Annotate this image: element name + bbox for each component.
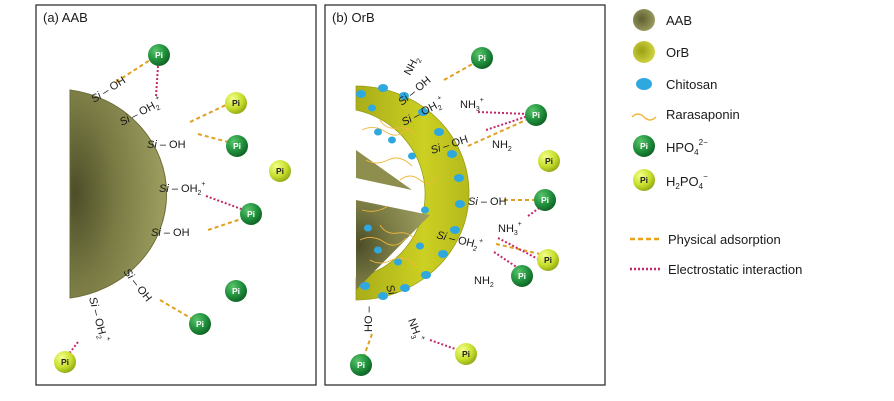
svg-text:AAB: AAB — [666, 13, 692, 28]
h2po4-ion: Pi — [537, 249, 559, 271]
panel-b-bonds — [363, 61, 543, 357]
si-oh-label: Si – OH — [468, 196, 507, 208]
svg-text:Pi: Pi — [61, 357, 69, 367]
svg-text:Chitosan: Chitosan — [666, 77, 717, 92]
svg-text:Pi: Pi — [532, 110, 540, 120]
svg-text:Physical adsorption: Physical adsorption — [668, 232, 781, 247]
aab-core-fragment — [356, 150, 412, 190]
svg-text:Electrostatic interaction: Electrostatic interaction — [668, 262, 802, 277]
svg-text:Pi: Pi — [155, 50, 163, 60]
panel-a-bonds — [67, 59, 245, 356]
svg-text:Pi: Pi — [196, 319, 204, 329]
legend-item-hpo4: Pi HPO42− — [633, 135, 708, 157]
svg-text:Pi: Pi — [233, 141, 241, 151]
h2po4-ion: Pi — [455, 343, 477, 365]
panel-b-title: (b) OrB — [332, 10, 375, 25]
rarasaponin-fibrils — [359, 119, 439, 267]
nh2-label: NH2 — [474, 275, 494, 289]
hpo4-ion: Pi — [148, 44, 170, 66]
hpo4-ion: Pi — [226, 135, 248, 157]
svg-text:Pi: Pi — [545, 156, 553, 166]
legend-item-orb: OrB — [633, 41, 689, 63]
aab-particle — [69, 89, 167, 299]
hpo4-ion: Pi — [240, 203, 262, 225]
svg-text:Pi: Pi — [518, 271, 526, 281]
panel-a-ions: Pi Pi Pi Pi Pi Pi Pi Pi — [54, 44, 291, 373]
hpo4-ion: Pi — [225, 280, 247, 302]
svg-text:Pi: Pi — [232, 286, 240, 296]
si-oh2-label: Si – OH2+ — [159, 181, 206, 197]
h2po4-ion: Pi — [538, 150, 560, 172]
legend-item-aab: AAB — [633, 9, 692, 31]
svg-text:Pi: Pi — [232, 98, 240, 108]
si-oh-label: Si – OH — [147, 139, 186, 151]
nh2-label: NH2 — [492, 139, 512, 153]
svg-text:HPO42−: HPO42− — [666, 138, 708, 157]
si-label: Si — [383, 283, 398, 297]
svg-text:OrB: OrB — [666, 45, 689, 60]
hpo4-ion: Pi — [189, 313, 211, 335]
si-oh-label: Si – OH — [151, 227, 190, 239]
chitosan-beads — [356, 84, 465, 300]
svg-text:Pi: Pi — [478, 53, 486, 63]
hpo4-ion: Pi — [525, 104, 547, 126]
legend-item-rarasaponin: Rarasaponin — [631, 107, 740, 122]
legend-item-h2po4: Pi H2PO4− — [633, 169, 708, 191]
svg-text:Pi: Pi — [357, 360, 365, 370]
svg-text:Pi: Pi — [541, 195, 549, 205]
svg-text:Pi: Pi — [247, 209, 255, 219]
legend-line-electrostatic: Electrostatic interaction — [630, 262, 802, 277]
hpo4-ion: Pi — [534, 189, 556, 211]
hpo4-ion: Pi — [471, 47, 493, 69]
svg-text:H2PO4−: H2PO4− — [666, 172, 708, 191]
panel-a: (a) AAB Si – OH Si – OH2+ Si – OH Si – O… — [35, 4, 317, 386]
h2po4-ion: Pi — [269, 160, 291, 182]
ho-label: HO – — [363, 305, 375, 332]
legend-line-physical: Physical adsorption — [630, 232, 781, 247]
panel-a-title: (a) AAB — [43, 10, 88, 25]
svg-text:Pi: Pi — [640, 141, 648, 151]
svg-text:Pi: Pi — [544, 255, 552, 265]
svg-text:Pi: Pi — [276, 166, 284, 176]
panel-b: (b) OrB — [324, 4, 606, 386]
panel-b-ions: Pi Pi Pi Pi Pi Pi Pi Pi — [350, 47, 560, 376]
hpo4-ion: Pi — [511, 265, 533, 287]
svg-text:Pi: Pi — [462, 349, 470, 359]
hpo4-ion: Pi — [350, 354, 372, 376]
svg-text:Pi: Pi — [640, 175, 648, 185]
svg-text:Rarasaponin: Rarasaponin — [666, 107, 740, 122]
legend: AAB OrB Chitosan Rarasaponin Pi HPO42− P… — [630, 9, 802, 277]
h2po4-ion: Pi — [54, 351, 76, 373]
h2po4-ion: Pi — [225, 92, 247, 114]
legend-item-chitosan: Chitosan — [636, 77, 717, 92]
